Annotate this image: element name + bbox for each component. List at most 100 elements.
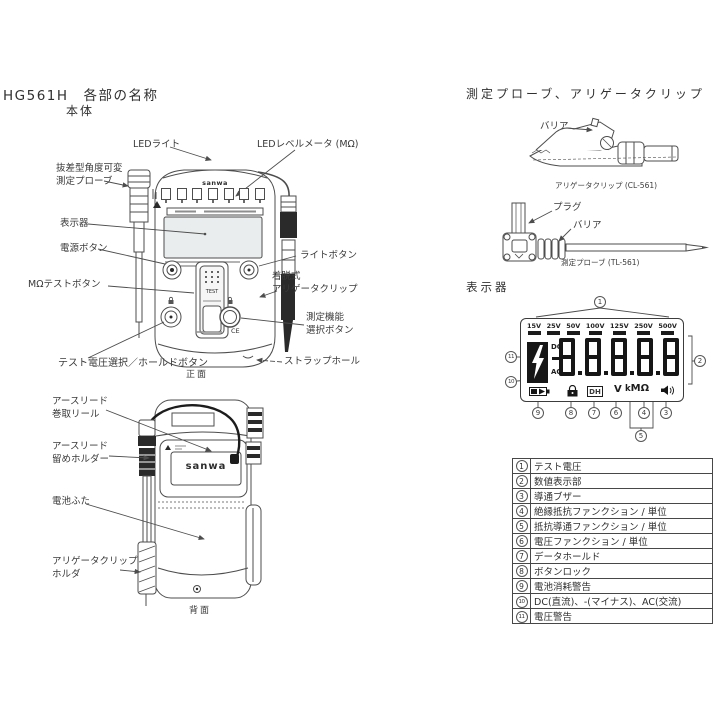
lcd-digits bbox=[559, 338, 679, 376]
lcd-digit bbox=[663, 338, 679, 376]
voltage-step: 15V bbox=[527, 322, 541, 335]
front-view-caption: 正面 bbox=[186, 370, 209, 380]
brand-logo-front: sanwa bbox=[202, 179, 228, 187]
label-power-button: 電源ボタン bbox=[60, 243, 108, 254]
mega-label: M bbox=[630, 383, 641, 394]
page-title: HG561H 各部の名称 bbox=[3, 88, 159, 104]
legend-label: 導通ブザー bbox=[530, 488, 713, 504]
voltage-warning-icon bbox=[527, 342, 548, 383]
legend-label: 電圧ファンクション / 単位 bbox=[530, 533, 713, 549]
back-view-caption: 背面 bbox=[189, 606, 212, 616]
callout-4: 4 bbox=[638, 407, 650, 419]
label-display: 表示器 bbox=[60, 218, 89, 229]
callout-8: 8 bbox=[565, 407, 577, 419]
probe-caption: 測定プローブ (TL-561) bbox=[561, 258, 640, 267]
led-indicator bbox=[239, 188, 250, 203]
label-led-level-meter: LEDレベルメータ (MΩ) bbox=[257, 139, 359, 150]
label-light-button: ライトボタン bbox=[300, 250, 358, 261]
ohm-label: Ω bbox=[640, 383, 650, 394]
legend-num: 7 bbox=[512, 548, 531, 564]
voltage-step: 25V bbox=[547, 322, 561, 335]
volt-unit-label: V bbox=[614, 384, 622, 395]
label-plugin-probe: 抜差型角度可変 測定プローブ bbox=[56, 163, 123, 187]
section-display-heading: 表示器 bbox=[466, 280, 510, 294]
legend-label: データホールド bbox=[530, 548, 713, 564]
lcd-digit bbox=[637, 338, 653, 376]
led-indicator bbox=[254, 188, 265, 203]
callout-6: 6 bbox=[610, 407, 622, 419]
ce-mark: CE bbox=[231, 327, 240, 335]
button-lock-icon bbox=[567, 385, 578, 397]
legend-label: 電圧警告 bbox=[530, 608, 713, 624]
data-hold-indicator: DH bbox=[587, 386, 603, 397]
led-indicator bbox=[207, 188, 218, 203]
voltage-step: 100V bbox=[586, 322, 604, 335]
legend-label: 抵抗導通ファンクション / 単位 bbox=[530, 518, 713, 534]
callout-1: 1 bbox=[594, 296, 606, 308]
led-indicator bbox=[223, 188, 234, 203]
legend-label: 絶縁抵抗ファンクション / 単位 bbox=[530, 503, 713, 519]
legend-num: 2 bbox=[512, 473, 531, 489]
lcd-minus-sign bbox=[552, 357, 559, 360]
callout-2: 2 bbox=[694, 355, 706, 367]
legend-label: ボタンロック bbox=[530, 563, 713, 579]
led-row bbox=[161, 188, 265, 203]
section-body-heading: 本体 bbox=[66, 104, 95, 118]
front-view-drawing bbox=[127, 169, 297, 368]
callout-5: 5 bbox=[635, 430, 647, 442]
battery-warning-icon bbox=[529, 387, 550, 396]
buzzer-icon bbox=[661, 385, 674, 395]
alligator-clip-drawing bbox=[529, 117, 679, 167]
legend-num: 6 bbox=[512, 533, 531, 549]
label-battery-lid: 電池ふた bbox=[52, 496, 91, 507]
lcd-digit bbox=[611, 338, 627, 376]
label-led-light: LEDライト bbox=[133, 139, 181, 150]
led-indicator bbox=[161, 188, 171, 203]
label-test-voltage-hold: テスト電圧選択／ホールドボタン bbox=[58, 358, 208, 369]
callout-7: 7 bbox=[588, 407, 600, 419]
legend-num: 8 bbox=[512, 563, 531, 579]
legend-label: DC(直流)、-(マイナス)、AC(交流) bbox=[530, 593, 713, 609]
lcd-ac-label: AC bbox=[551, 368, 562, 376]
section-accessories-heading: 測定プローブ、アリゲータクリップ bbox=[466, 87, 705, 101]
label-clip-holder: アリゲータクリップ ホルダ bbox=[52, 556, 138, 580]
callout-11: 11 bbox=[505, 351, 517, 363]
legend-num: 5 bbox=[512, 518, 531, 534]
voltage-step: 125V bbox=[610, 322, 629, 335]
label-probe-barrier: バリア bbox=[573, 220, 602, 231]
callout-3: 3 bbox=[660, 407, 672, 419]
lcd-digit bbox=[585, 338, 601, 376]
led-indicator bbox=[176, 188, 187, 203]
voltage-step: 250V bbox=[634, 322, 653, 335]
back-view-drawing bbox=[137, 399, 264, 606]
callout-9: 9 bbox=[532, 407, 544, 419]
test-button-label: TEST bbox=[205, 289, 219, 295]
alligator-clip-caption: アリゲータクリップ (CL-561) bbox=[555, 181, 658, 190]
legend-label: 電池消耗警告 bbox=[530, 578, 713, 594]
label-strap-hole: ストラップホール bbox=[284, 356, 361, 367]
label-earth-holder: アースリード 留めホルダー bbox=[52, 441, 110, 465]
label-probe-plug: プラグ bbox=[553, 202, 582, 213]
legend-num: 3 bbox=[512, 488, 531, 504]
label-clip-barrier: バリア bbox=[540, 121, 569, 132]
voltage-step: 50V bbox=[566, 322, 580, 335]
label-function-select: 測定機能 選択ボタン bbox=[306, 312, 354, 336]
label-earth-reel: アースリード 巻取リール bbox=[52, 396, 108, 420]
legend-label: テスト電圧 bbox=[530, 458, 713, 474]
